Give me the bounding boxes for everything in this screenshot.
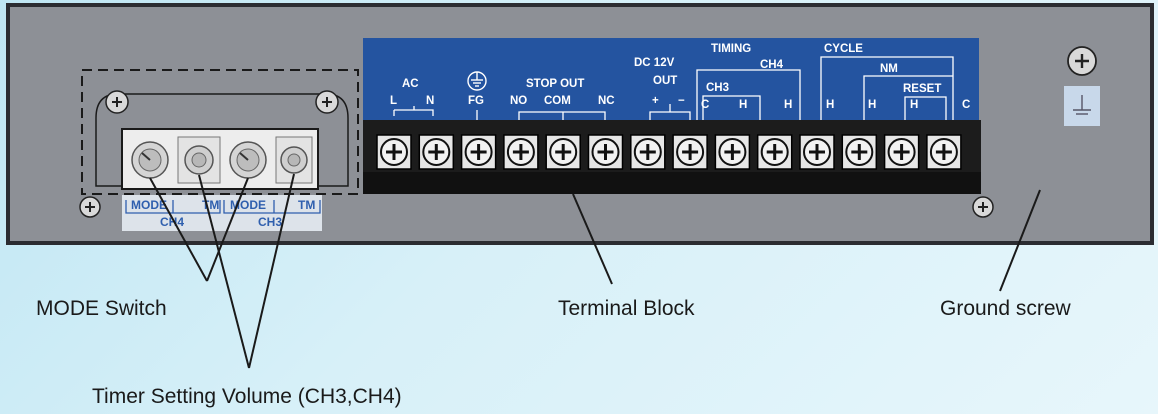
label-reset: RESET: [903, 83, 941, 95]
callout-ground-screw: Ground screw: [940, 297, 1071, 320]
callout-timer-setting-volume: Timer Setting Volume (CH3,CH4): [92, 385, 402, 408]
terminal-screw-icon: [630, 134, 666, 170]
label-ch4-switch: CH4: [160, 215, 184, 229]
ground-screw-icon: [1067, 46, 1097, 76]
label-n: N: [426, 95, 434, 107]
terminal-screw-icon: [376, 134, 412, 170]
leader-timer-1: [198, 174, 250, 369]
callout-terminal-block: Terminal Block: [558, 297, 695, 320]
label-mode-ch4: MODE: [131, 198, 167, 212]
label-timing: TIMING: [711, 43, 751, 55]
label-com: COM: [544, 95, 571, 107]
terminal-header: [363, 38, 979, 122]
label-nc: NC: [598, 95, 615, 107]
ground-symbol-icon: [1073, 95, 1091, 115]
label-c-timing: C: [701, 99, 709, 111]
mode-switch-ch3-icon: [229, 141, 267, 179]
cover-screw-left-icon: [105, 90, 129, 114]
terminal-bracket-lines: [393, 56, 954, 122]
label-ch4-timing: CH4: [760, 59, 784, 71]
leader-ground-screw: [999, 189, 1041, 292]
terminal-screw-icon: [587, 134, 624, 170]
terminal-screw-icon: [883, 134, 920, 170]
label-out: OUT: [653, 75, 677, 87]
terminal-screw-icon: [418, 134, 455, 170]
mode-switch-ch4-icon: [131, 141, 169, 179]
label-h-reset: H: [910, 99, 918, 111]
label-cycle: CYCLE: [824, 43, 863, 55]
label-h-cycle: H: [826, 99, 834, 111]
label-h-ch3: H: [739, 99, 747, 111]
leader-terminal-block: [572, 193, 613, 285]
terminal-header-labels: AC L N FG STOP OUT NO COM NC DC 12V OUT …: [390, 43, 970, 111]
terminal-screw-icon: [460, 134, 497, 170]
callout-mode-switch: MODE Switch: [36, 297, 167, 320]
label-ac: AC: [402, 78, 419, 90]
terminal-screw-icon: [672, 134, 708, 170]
label-plus: +: [652, 95, 659, 107]
panel-screw-left-icon: [79, 196, 101, 218]
timer-volume-ch3-icon: [275, 136, 313, 184]
leader-mode-switch-1: [149, 177, 208, 282]
label-h-ch4: H: [784, 99, 792, 111]
terminal-screws: [376, 134, 962, 170]
terminal-screw-icon: [926, 134, 962, 170]
label-fg: FG: [468, 95, 484, 107]
label-ch3-timing: CH3: [706, 82, 729, 94]
leader-mode-switch-2: [206, 177, 249, 282]
label-dc12v: DC 12V: [634, 57, 675, 69]
terminal-block-ridge: [363, 172, 981, 194]
terminal-screw-icon: [545, 134, 581, 170]
terminal-screw-icon: [756, 134, 793, 170]
fg-earth-icon: [467, 71, 487, 91]
label-l: L: [390, 95, 397, 107]
terminal-screw-icon: [714, 134, 751, 170]
label-stop-out: STOP OUT: [526, 78, 584, 90]
switch-label-brackets: [125, 200, 321, 214]
label-nm: NM: [880, 63, 898, 75]
terminal-screw-icon: [841, 134, 878, 170]
switch-cover-outline: [81, 69, 359, 195]
leader-lines: [149, 173, 1041, 369]
panel-screw-right-icon: [972, 196, 994, 218]
leader-timer-2: [248, 173, 295, 369]
label-tm-ch3: TM: [298, 198, 315, 212]
label-no: NO: [510, 95, 527, 107]
cover-screw-right-icon: [315, 90, 339, 114]
label-c-cycle: C: [962, 99, 970, 111]
terminal-screw-icon: [503, 134, 539, 170]
label-h-nm: H: [868, 99, 876, 111]
terminal-screw-icon: [799, 134, 835, 170]
label-minus: −: [678, 95, 685, 107]
label-ch3-switch: CH3: [258, 215, 282, 229]
